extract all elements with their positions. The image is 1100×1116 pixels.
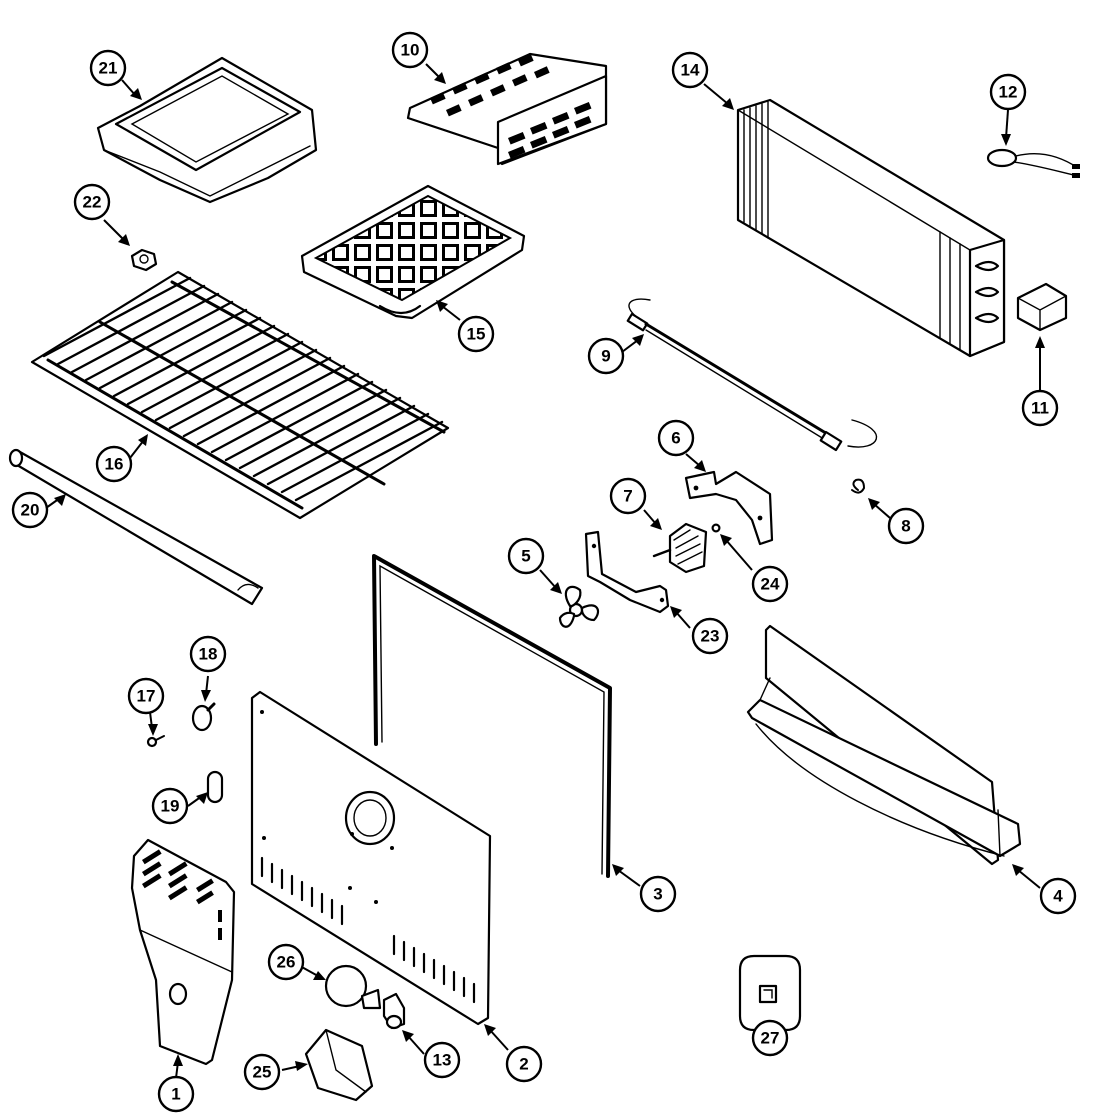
defrost-thermostat bbox=[986, 148, 1080, 178]
ice-bin bbox=[96, 56, 318, 204]
svg-text:23: 23 bbox=[701, 627, 720, 646]
callout-26: 26 bbox=[267, 943, 305, 981]
svg-text:15: 15 bbox=[467, 325, 486, 344]
callout-20: 20 bbox=[11, 491, 49, 529]
fastener bbox=[130, 248, 158, 272]
lamp-cover bbox=[304, 1028, 374, 1102]
lamp-socket bbox=[382, 992, 406, 1030]
callout-24: 24 bbox=[751, 565, 789, 603]
rear-panel bbox=[250, 690, 492, 1026]
svg-text:9: 9 bbox=[601, 347, 610, 366]
svg-text:11: 11 bbox=[1031, 399, 1049, 418]
callout-14: 14 bbox=[671, 51, 709, 89]
light-shield bbox=[130, 838, 236, 1066]
callout-13: 13 bbox=[423, 1041, 461, 1079]
callout-5: 5 bbox=[507, 537, 545, 575]
callout-10: 10 bbox=[391, 31, 429, 69]
callout-23: 23 bbox=[691, 617, 729, 655]
svg-text:3: 3 bbox=[653, 885, 662, 904]
svg-text:25: 25 bbox=[253, 1063, 272, 1082]
svg-text:27: 27 bbox=[761, 1029, 780, 1048]
callout-1: 1 bbox=[157, 1075, 195, 1113]
callout-8: 8 bbox=[887, 507, 925, 545]
knob bbox=[191, 702, 216, 732]
svg-text:1: 1 bbox=[171, 1085, 180, 1104]
svg-text:7: 7 bbox=[623, 487, 632, 506]
callouts: 1 2 3 4 5 6 7 8 9 10 11 12 13 14 15 16 1… bbox=[11, 31, 1077, 1113]
callout-2: 2 bbox=[505, 1045, 543, 1083]
callout-22: 22 bbox=[73, 183, 111, 221]
callout-17: 17 bbox=[127, 677, 165, 715]
screw bbox=[146, 735, 165, 748]
mounting-bracket bbox=[584, 530, 670, 614]
svg-text:26: 26 bbox=[277, 953, 296, 972]
callout-21: 21 bbox=[89, 49, 127, 87]
leader-lines bbox=[45, 63, 1045, 1079]
defrost-heater bbox=[626, 298, 877, 452]
ice-tray bbox=[300, 184, 526, 320]
callout-4: 4 bbox=[1039, 877, 1077, 915]
svg-text:16: 16 bbox=[105, 455, 124, 474]
callout-25: 25 bbox=[243, 1053, 281, 1091]
callout-19: 19 bbox=[151, 787, 189, 825]
callout-7: 7 bbox=[609, 477, 647, 515]
evaporator bbox=[736, 98, 1006, 358]
motor-bracket bbox=[684, 470, 774, 546]
svg-text:2: 2 bbox=[519, 1055, 528, 1074]
tube bbox=[8, 448, 264, 606]
svg-text:20: 20 bbox=[21, 501, 40, 520]
svg-text:6: 6 bbox=[671, 429, 680, 448]
svg-text:24: 24 bbox=[761, 575, 780, 594]
small-screw bbox=[711, 523, 721, 533]
callout-18: 18 bbox=[189, 635, 227, 673]
svg-text:17: 17 bbox=[137, 687, 156, 706]
callout-16: 16 bbox=[95, 445, 133, 483]
svg-text:13: 13 bbox=[433, 1051, 452, 1070]
svg-text:5: 5 bbox=[521, 547, 530, 566]
grommet bbox=[206, 770, 224, 804]
svg-text:8: 8 bbox=[901, 517, 910, 536]
svg-text:18: 18 bbox=[199, 645, 218, 664]
callout-6: 6 bbox=[657, 419, 695, 457]
svg-text:10: 10 bbox=[401, 41, 420, 60]
light-bulb bbox=[324, 964, 382, 1010]
thermostat-block bbox=[1016, 282, 1068, 332]
svg-text:22: 22 bbox=[83, 193, 102, 212]
svg-text:19: 19 bbox=[161, 797, 180, 816]
wire-shelf bbox=[30, 270, 450, 520]
light-switch bbox=[738, 954, 802, 1032]
callout-12: 12 bbox=[989, 73, 1027, 111]
svg-text:14: 14 bbox=[681, 61, 700, 80]
gasket-strip bbox=[372, 554, 612, 878]
callout-11: 11 bbox=[1021, 389, 1059, 427]
drain-trough bbox=[746, 624, 1022, 866]
svg-text:4: 4 bbox=[1053, 887, 1063, 906]
callout-9: 9 bbox=[587, 337, 625, 375]
svg-text:21: 21 bbox=[99, 59, 118, 78]
callout-27: 27 bbox=[751, 1019, 789, 1057]
fan-blade bbox=[558, 585, 600, 628]
clip bbox=[851, 478, 866, 494]
svg-text:12: 12 bbox=[999, 83, 1018, 102]
callout-15: 15 bbox=[457, 315, 495, 353]
callout-3: 3 bbox=[639, 875, 677, 913]
fan-motor bbox=[652, 522, 708, 574]
ice-cube-rack bbox=[406, 52, 608, 166]
